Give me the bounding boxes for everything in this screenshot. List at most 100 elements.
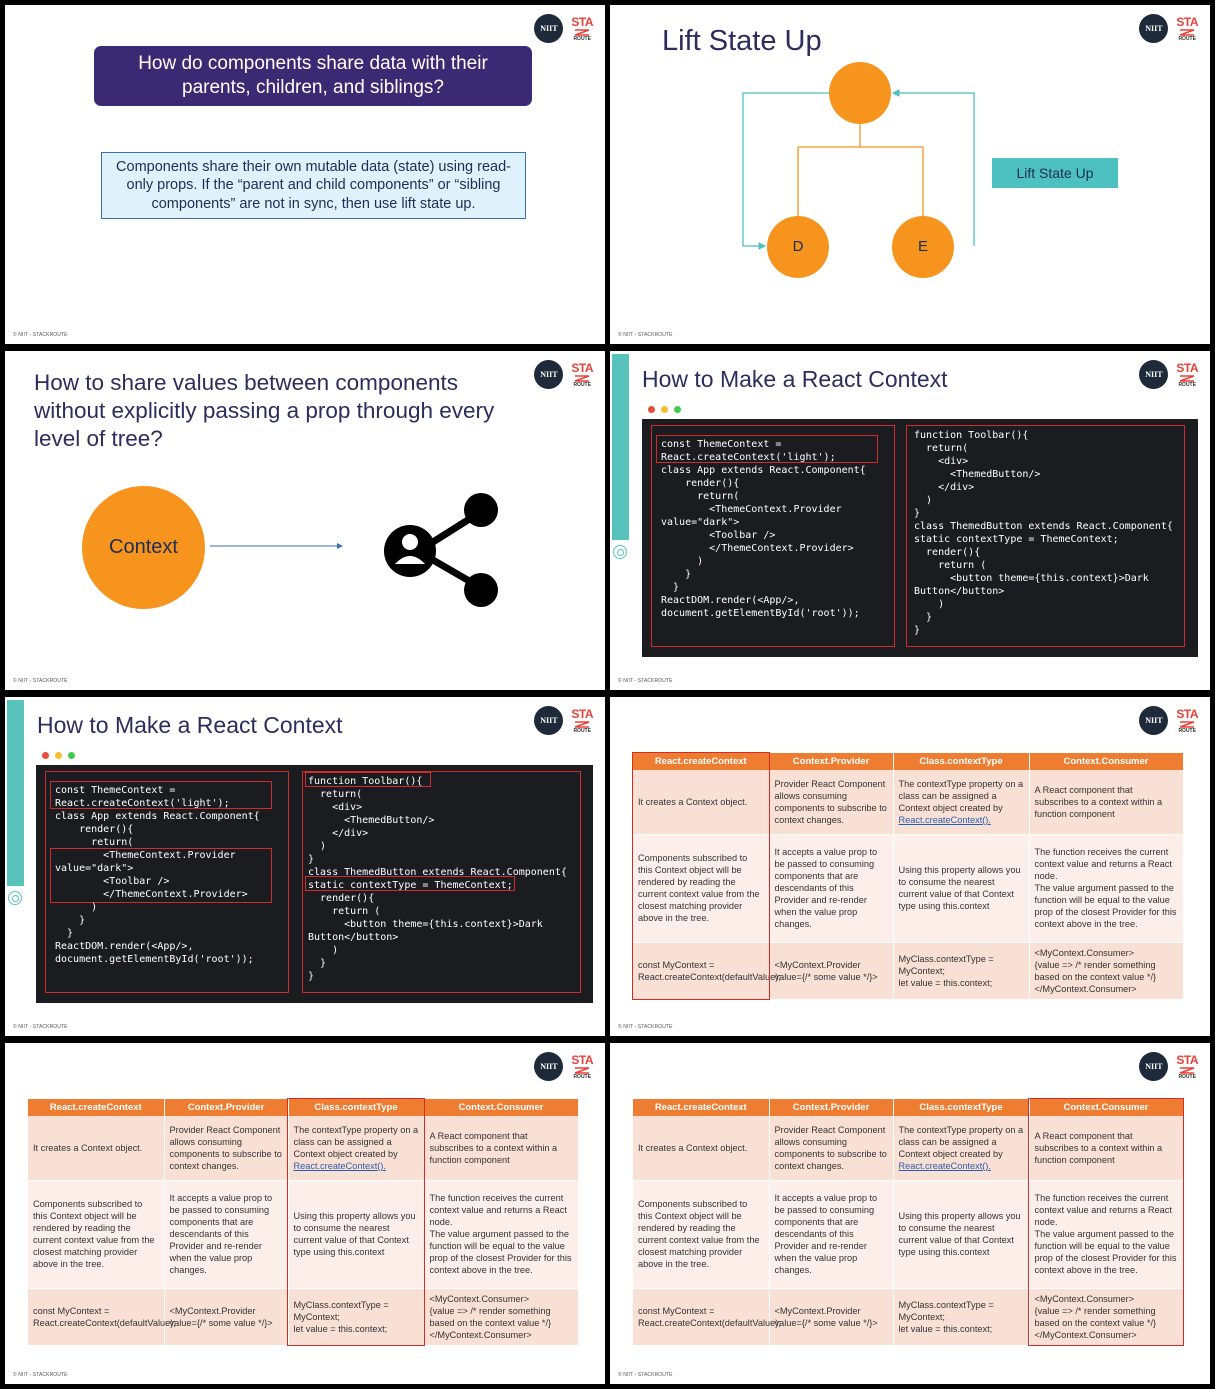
table-cell: const MyContext = React.createContext(de… bbox=[28, 1288, 176, 1346]
stackroute-logo: STA ROUTE bbox=[1176, 707, 1198, 734]
ring-icon bbox=[613, 545, 627, 559]
editor-titlebar bbox=[642, 401, 1198, 419]
table-header: Class.contextType bbox=[893, 1099, 1030, 1116]
brand-logos: NIIT STA ROUTE bbox=[534, 1052, 593, 1081]
create-context-link[interactable]: React.createContext(). bbox=[898, 1160, 991, 1171]
highlight-provider bbox=[50, 848, 272, 903]
table-cell: <MyContext.Consumer> {value => /* render… bbox=[1029, 1288, 1184, 1346]
slide-title: How to Make a React Context bbox=[37, 712, 343, 738]
stackroute-logo-top: STA bbox=[1176, 1053, 1198, 1067]
table-header: Class.contextType bbox=[288, 1099, 425, 1116]
brand-logos: NIIT STA ROUTE bbox=[1139, 1052, 1198, 1081]
table-header: Context.Consumer bbox=[1029, 753, 1184, 770]
answer-box: Components share their own mutable data … bbox=[101, 152, 526, 219]
table-cell: Using this property allows you to consum… bbox=[288, 1180, 425, 1289]
table-cell: Using this property allows you to consum… bbox=[893, 1180, 1030, 1289]
brand-logos: NIIT STA ROUTE bbox=[1139, 706, 1198, 735]
footer-copyright: © NIIT - STACKROUTE bbox=[618, 332, 673, 338]
table-cell: It accepts a value prop to be passed to … bbox=[769, 834, 894, 943]
stackroute-logo-top: STA bbox=[1176, 707, 1198, 721]
zigzag-icon bbox=[574, 375, 590, 382]
close-dot-icon bbox=[42, 752, 49, 759]
stackroute-logo-top: STA bbox=[571, 15, 593, 29]
table-cell: <MyContext.Provider value={/* some value… bbox=[769, 942, 894, 1000]
table-row: const MyContext = React.createContext(de… bbox=[633, 1288, 1184, 1346]
brand-logos: NIIT STA ROUTE bbox=[534, 14, 593, 43]
table-row: const MyContext = React.createContext(de… bbox=[633, 942, 1184, 1000]
table-header: Context.Provider bbox=[164, 1099, 289, 1116]
table-cell: Components subscribed to this Context ob… bbox=[633, 834, 770, 943]
slide-title: How to share values between components w… bbox=[34, 370, 495, 451]
footer-copyright: © NIIT - STACKROUTE bbox=[13, 332, 68, 338]
arrow-right-icon bbox=[210, 543, 343, 549]
table-cell: Using this property allows you to consum… bbox=[893, 834, 1030, 943]
zigzag-icon bbox=[574, 721, 590, 728]
slide-lift-state-up: Lift State Up NIIT STA ROUTE D E Lift St… bbox=[610, 5, 1210, 344]
footer-copyright: © NIIT - STACKROUTE bbox=[618, 678, 673, 684]
teal-accent-bar bbox=[612, 354, 629, 540]
table-cell: It creates a Context object. bbox=[633, 770, 770, 835]
stackroute-logo-top: STA bbox=[1176, 361, 1198, 375]
parent-node bbox=[829, 62, 891, 124]
footer-copyright: © NIIT - STACKROUTE bbox=[13, 1372, 68, 1378]
code-left: const ThemeContext = React.createContext… bbox=[661, 439, 866, 619]
minimize-dot-icon bbox=[661, 406, 668, 413]
table-cell: Provider React Component allows consumin… bbox=[769, 770, 894, 835]
stackroute-logo: STA ROUTE bbox=[571, 361, 593, 388]
footer-copyright: © NIIT - STACKROUTE bbox=[13, 678, 68, 684]
footer-copyright: © NIIT - STACKROUTE bbox=[618, 1024, 673, 1030]
code-editor: const ThemeContext = React.createContext… bbox=[36, 747, 593, 1003]
table-row: It creates a Context object.Provider Rea… bbox=[633, 1116, 1184, 1181]
table-row: It creates a Context object.Provider Rea… bbox=[633, 770, 1184, 835]
stackroute-logo-bottom: ROUTE bbox=[573, 36, 591, 42]
table-cell: MyClass.contextType = MyContext; let val… bbox=[893, 942, 1030, 1000]
table-cell: <MyContext.Consumer> {value => /* render… bbox=[424, 1288, 579, 1346]
lift-arrow-left bbox=[742, 92, 833, 250]
stackroute-logo-top: STA bbox=[571, 1053, 593, 1067]
code-right: function Toolbar(){ return( <div> <Theme… bbox=[914, 430, 1173, 636]
table-header: React.createContext bbox=[633, 1099, 770, 1116]
stackroute-logo: STA ROUTE bbox=[571, 707, 593, 734]
lift-state-diagram bbox=[742, 62, 975, 278]
share-user-icon bbox=[384, 493, 498, 607]
table-cell: A React component that subscribes to a c… bbox=[1029, 770, 1184, 835]
table-cell: It creates a Context object. bbox=[633, 1116, 770, 1181]
stackroute-logo: STA ROUTE bbox=[571, 1053, 593, 1080]
node-d-label: D bbox=[792, 238, 804, 255]
table-cell: It accepts a value prop to be passed to … bbox=[164, 1180, 289, 1289]
table-cell: The function receives the current contex… bbox=[424, 1180, 579, 1289]
brand-logos: NIIT STA ROUTE bbox=[1139, 360, 1198, 389]
table-row: const MyContext = React.createContext(de… bbox=[28, 1288, 579, 1346]
brand-logos: NIIT STA ROUTE bbox=[1139, 14, 1198, 43]
table-header: React.createContext bbox=[28, 1099, 165, 1116]
node-e-label: E bbox=[917, 238, 928, 255]
create-context-link[interactable]: React.createContext(). bbox=[898, 814, 991, 825]
slide-title: Lift State Up bbox=[662, 25, 822, 57]
ring-icon bbox=[8, 891, 22, 905]
stackroute-logo-bottom: ROUTE bbox=[573, 1074, 591, 1080]
child-node-d bbox=[767, 216, 829, 278]
table-cell: A React component that subscribes to a c… bbox=[424, 1116, 579, 1181]
code-pane-left bbox=[45, 771, 289, 993]
slide-context-intro: How to share values between components w… bbox=[5, 351, 605, 690]
table-cell: It creates a Context object. bbox=[28, 1116, 165, 1181]
stackroute-logo-bottom: ROUTE bbox=[573, 382, 591, 388]
table-header: Context.Consumer bbox=[1029, 1099, 1184, 1116]
brand-logos: NIIT STA ROUTE bbox=[534, 706, 593, 735]
zigzag-icon bbox=[1179, 721, 1195, 728]
table-cell: <MyContext.Consumer> {value => /* render… bbox=[1029, 942, 1184, 1000]
highlight-context-type bbox=[305, 876, 515, 891]
create-context-link[interactable]: React.createContext(). bbox=[293, 1160, 386, 1171]
stackroute-logo-bottom: ROUTE bbox=[1178, 382, 1196, 388]
close-dot-icon bbox=[648, 406, 655, 413]
table-header: Class.contextType bbox=[893, 753, 1030, 770]
tree-lines bbox=[797, 123, 924, 217]
slide-context-table-3: NIIT STA ROUTE React.createContext Contex… bbox=[610, 1043, 1210, 1384]
cell-text: The contextType property on a class can … bbox=[898, 1124, 1024, 1159]
table-cell: MyClass.contextType = MyContext; let val… bbox=[893, 1288, 1030, 1346]
stackroute-logo-bottom: ROUTE bbox=[1178, 36, 1196, 42]
table-cell: The function receives the current contex… bbox=[1029, 1180, 1184, 1289]
